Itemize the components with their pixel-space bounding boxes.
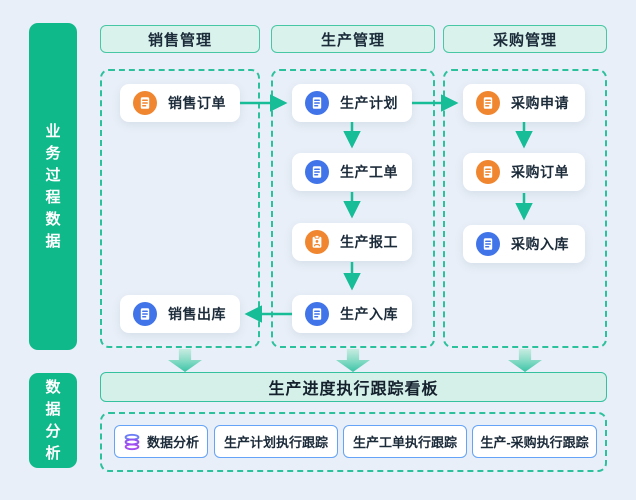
- document-icon: [305, 160, 329, 184]
- sidebar-business-process-data-label: 业 务 过 程 数 据: [45, 122, 61, 250]
- flow-box-label: 生产报工: [340, 234, 398, 250]
- flow-box-label: 销售出库: [168, 306, 226, 322]
- document-icon: [476, 232, 500, 256]
- down-arrow-production: [336, 349, 370, 372]
- database-icon: [123, 433, 141, 451]
- flow-box-label: 生产工单: [340, 164, 398, 180]
- flow-box-production-workorder: 生产工单: [292, 153, 412, 191]
- flow-box-label: 采购订单: [511, 164, 569, 180]
- flow-box-label: 生产入库: [340, 306, 398, 322]
- sidebar-data-analysis-label: 数 据 分 析: [45, 378, 61, 462]
- production-lane-container: [271, 69, 435, 348]
- flow-box-label: 采购入库: [511, 236, 569, 252]
- sidebar-data-analysis: 数 据 分 析: [29, 373, 77, 468]
- analysis-box-data-analysis: 数据分析: [114, 425, 208, 458]
- flow-box-label: 采购申请: [511, 95, 569, 111]
- purchase-lane-container: [443, 69, 607, 348]
- column-header-purchase: 采购管理: [443, 25, 607, 53]
- flow-box-sales-order: 销售订单: [120, 84, 240, 122]
- flow-box-production-inbound: 生产入库: [292, 295, 412, 333]
- document-icon: [133, 302, 157, 326]
- analysis-container: [100, 412, 607, 472]
- document-icon: [476, 91, 500, 115]
- down-arrow-sales: [168, 349, 202, 372]
- sales-lane-container: [100, 69, 260, 348]
- down-arrow-purchase: [508, 349, 542, 372]
- column-header-production: 生产管理: [271, 25, 435, 53]
- document-icon: [305, 91, 329, 115]
- flow-box-purchase-order: 采购订单: [463, 153, 585, 191]
- analysis-box-label: 数据分析: [146, 435, 199, 450]
- document-icon: [476, 160, 500, 184]
- flow-box-purchase-inbound: 采购入库: [463, 225, 585, 263]
- clipboard-icon: [305, 230, 329, 254]
- analysis-box-label: 生产工单执行跟踪: [352, 435, 457, 450]
- flow-box-production-report: 生产报工: [292, 223, 412, 261]
- flow-box-purchase-request: 采购申请: [463, 84, 585, 122]
- sidebar-business-process-data: 业 务 过 程 数 据: [29, 23, 77, 350]
- analysis-box-workorder-tracking: 生产工单执行跟踪: [343, 425, 467, 458]
- document-icon: [305, 302, 329, 326]
- flow-box-production-plan: 生产计划: [292, 84, 412, 122]
- flow-box-sales-outbound: 销售出库: [120, 295, 240, 333]
- column-header-sales: 销售管理: [100, 25, 260, 53]
- analysis-box-plan-tracking: 生产计划执行跟踪: [214, 425, 338, 458]
- flow-box-label: 生产计划: [340, 95, 398, 111]
- flow-box-label: 销售订单: [168, 95, 226, 111]
- analysis-box-label: 生产-采购执行跟踪: [480, 435, 589, 450]
- analysis-box-label: 生产计划执行跟踪: [223, 435, 328, 450]
- kanban-bar-title: 生产进度执行跟踪看板: [100, 372, 607, 402]
- document-icon: [133, 91, 157, 115]
- analysis-box-production-purchase-tracking: 生产-采购执行跟踪: [472, 425, 597, 458]
